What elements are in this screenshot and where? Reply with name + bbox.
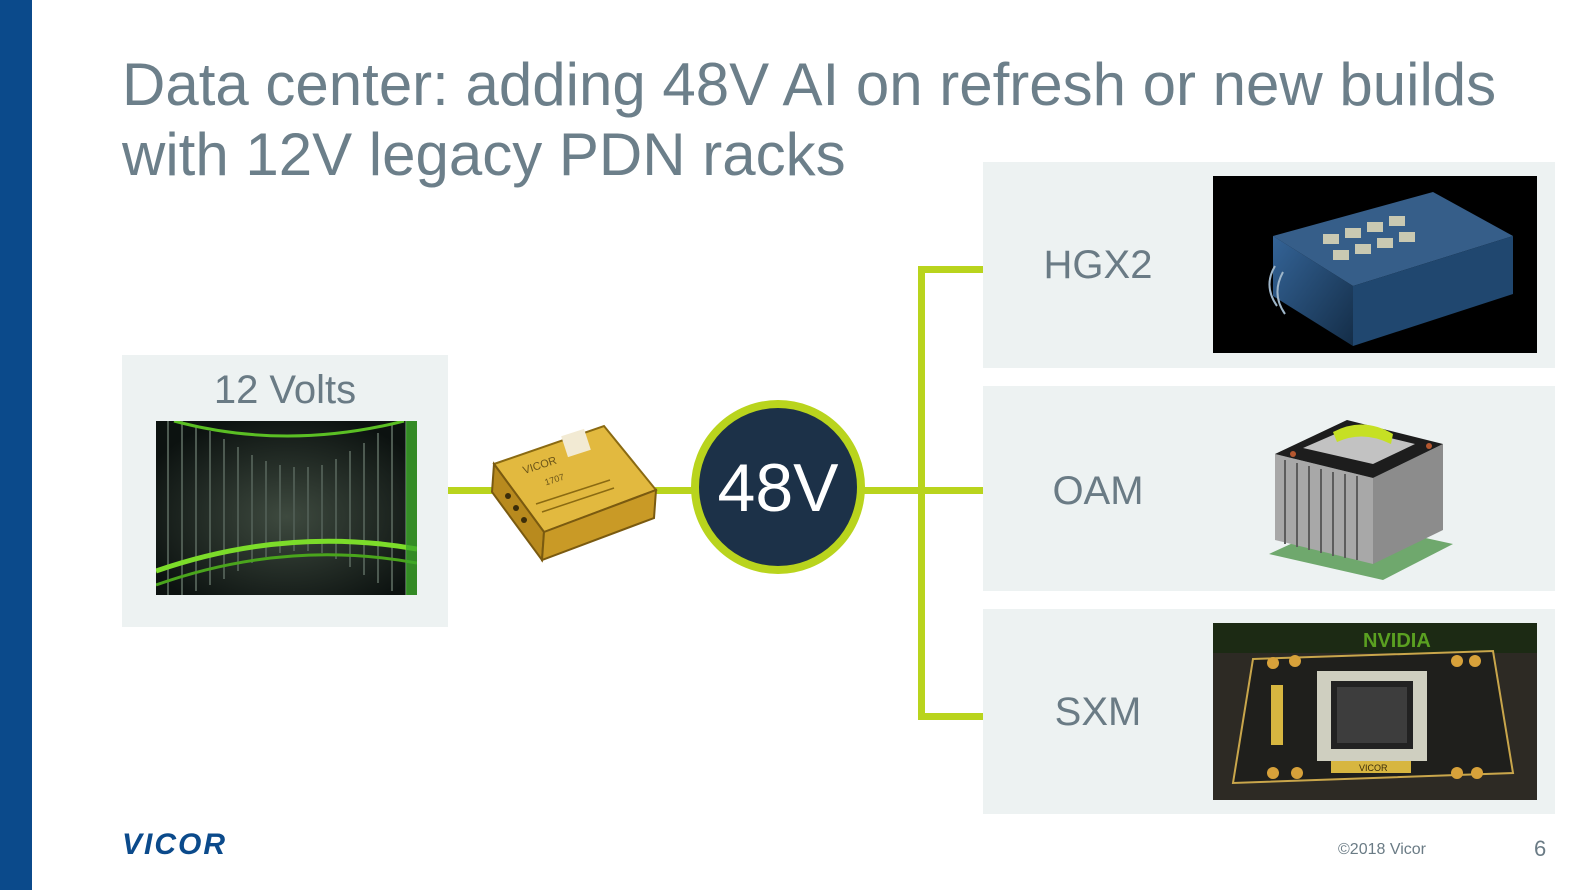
hgx2-server-image [1213,176,1537,353]
vicor-logo: VICOR [122,828,228,861]
target-label-hgx2: HGX2 [1043,243,1153,287]
hub-48v-circle: 48V [691,400,865,574]
connector-bus-to-hgx2 [918,266,984,273]
page-number: 6 [1534,836,1547,861]
target-label-sxm: SXM [1054,690,1142,734]
sxm-board-nvidia-text: NVIDIA [1363,630,1431,652]
connector-vertical-bus [918,266,925,720]
slide-title: Data center: adding 48V AI on refresh or… [122,51,1497,188]
source-panel: 12 Volts [122,355,448,627]
datacenter-corridor-image [156,421,417,595]
hub-48v-label: 48V [717,450,839,526]
sxm-board-image: NVIDIA VICOR [1213,623,1537,800]
vicor-power-module-image: VICOR 1707 [486,420,661,565]
target-label-oam: OAM [1052,469,1144,513]
left-accent-bar [0,0,32,890]
connector-bus-to-sxm [918,713,984,720]
target-panel-oam: OAM [983,386,1555,591]
sxm-board-vicor-text: VICOR [1359,763,1388,773]
oam-module-image [1263,394,1458,584]
connector-module-to-hub [652,487,694,494]
connector-source-to-module [448,487,493,494]
target-panel-hgx2: HGX2 [983,162,1555,368]
copyright-text: ©2018 Vicor [1338,841,1426,858]
target-panel-sxm: SXM NVIDIA VICOR [983,609,1555,814]
source-label: 12 Volts [213,368,357,412]
